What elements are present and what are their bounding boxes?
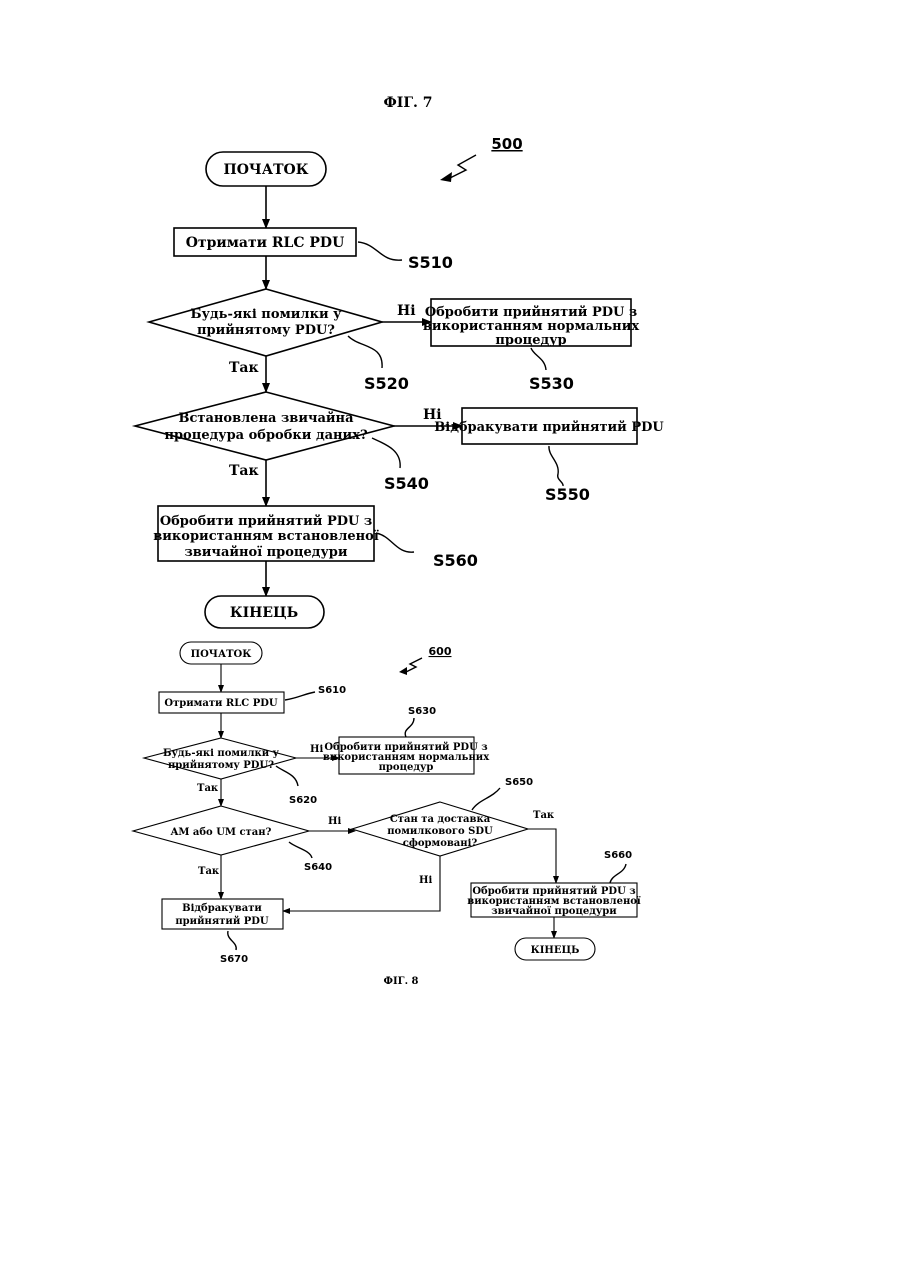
s510-step-label: S510 [408,253,453,272]
s560-label-line1: Обробити прийнятий PDU з [160,514,372,529]
arrow-s650-yes [528,829,556,883]
s640-no-label: Ні [328,816,341,827]
s670-leader [228,931,236,950]
s620-step-label: S620 [289,795,317,806]
s640-label: AM або UM стан? [170,827,272,838]
reference-arrowhead [440,172,452,182]
figure-7: ФІГ. 7 500 ПОЧАТОК Отримати RLC PDU S510… [135,95,664,628]
s650-leader [472,788,500,810]
s530-label-line1: Обробити прийнятий PDU з [425,305,637,320]
figure-7-title: ФІГ. 7 [384,95,433,111]
end-label-8: КІНЕЦЬ [531,945,580,956]
reference-squiggle-8 [406,658,422,672]
s650-label-line2: помилкового SDU [387,826,493,837]
s640-yes-label: Так [198,866,220,877]
s550-label: Відбракувати прийнятий PDU [434,420,664,435]
s520-yes-label: Так [229,360,259,376]
s540-label-line1: Встановлена звичайна [179,411,355,426]
s560-label-line2: використанням встановленої [153,529,379,544]
s660-label-line3: звичайної процедури [491,906,617,917]
s650-label-line1: Стан та доставка [390,814,491,825]
s540-decision [135,392,394,460]
s540-yes-label: Так [229,463,259,479]
s630-leader [405,718,414,737]
s640-step-label: S640 [304,862,332,873]
s540-label-line2: процедура обробки даних? [164,428,368,443]
s650-yes-label: Так [533,810,555,821]
s640-leader [289,842,312,858]
s610-step-label: S610 [318,685,346,696]
s510-label: Отримати RLC PDU [186,235,345,251]
s620-yes-label: Так [197,783,219,794]
reference-squiggle [450,155,476,178]
s520-no-label: Ні [397,303,416,319]
start-label-8: ПОЧАТОК [191,649,252,660]
s650-label-line3: сформовані? [403,838,478,849]
s620-label-line2: прийнятому PDU? [168,760,274,771]
s560-leader [376,533,414,552]
figure-7-reference-number: 500 [491,135,522,153]
s620-label-line1: Будь-які помилки у [163,748,280,759]
start-label: ПОЧАТОК [224,162,309,178]
s550-step-label: S550 [545,485,590,504]
figure-8: 600 ПОЧАТОК Отримати RLC PDU S610 Будь-я… [133,642,641,987]
s520-label-line2: прийнятому PDU? [197,323,335,338]
reference-arrowhead-8 [399,667,407,675]
end-label: КІНЕЦЬ [230,605,298,621]
s670-step-label: S670 [220,954,248,965]
figure-8-reference-number: 600 [429,645,452,658]
s620-leader [276,766,298,786]
s610-label: Отримати RLC PDU [164,698,278,709]
s650-no-label: Ні [419,875,432,886]
s630-step-label: S630 [408,706,436,717]
s550-leader [549,446,563,486]
s670-label-line1: Відбракувати [182,903,262,914]
s510-leader [358,242,402,260]
s530-step-label: S530 [529,374,574,393]
s620-no-label: Ні [310,744,323,755]
s530-label-line3: процедур [495,333,566,348]
s560-step-label: S560 [433,551,478,570]
s650-step-label: S650 [505,777,533,788]
s540-step-label: S540 [384,474,429,493]
s610-leader [285,692,315,700]
s530-label-line2: використанням нормальних [423,319,639,334]
s630-label-line3: процедур [379,762,434,773]
s660-leader [610,864,626,883]
s660-step-label: S660 [604,850,632,861]
s520-leader [348,336,382,368]
s530-leader [531,348,546,370]
figure-8-title: ФІГ. 8 [384,976,419,987]
s560-label-line3: звичайної процедури [184,545,347,560]
s540-leader [372,438,400,468]
s520-step-label: S520 [364,374,409,393]
s670-label-line2: прийнятий PDU [175,916,269,927]
s520-label-line1: Будь-які помилки у [191,307,343,322]
